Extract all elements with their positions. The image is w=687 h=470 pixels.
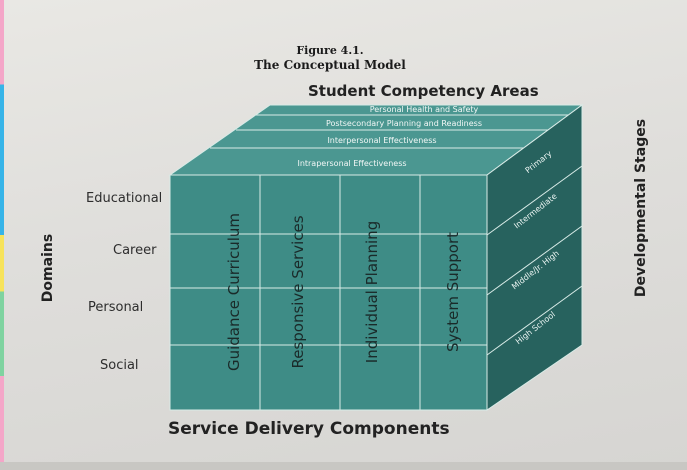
competency-label: Personal Health and Safety: [370, 105, 479, 114]
figure-number: Figure 4.1.: [296, 44, 364, 57]
right-axis-heading: Developmental Stages: [633, 118, 650, 298]
page-edge: [0, 0, 4, 470]
competency-label: Postsecondary Planning and Readiness: [326, 119, 482, 128]
cube-front-face: [169, 174, 488, 411]
domain-label: Educational: [86, 191, 163, 206]
top-axis-heading: Student Competency Areas: [308, 82, 539, 100]
domain-label: Social: [100, 358, 139, 373]
domain-label: Personal: [88, 300, 144, 315]
figure-title: The Conceptual Model: [254, 58, 406, 72]
page-bottom-shadow: [0, 462, 687, 470]
side-grid-line: [486, 165, 583, 236]
component-label: Individual Planning: [363, 221, 381, 363]
left-axis-heading: Domains: [40, 233, 57, 303]
competency-label: Intrapersonal Effectiveness: [297, 159, 406, 168]
side-grid-line: [486, 225, 583, 296]
domain-label: Career: [113, 243, 157, 258]
component-label: Responsive Services: [289, 215, 307, 368]
competency-label: Interpersonal Effectiveness: [327, 136, 436, 145]
side-grid-line: [486, 285, 583, 356]
component-label: Guidance Curriculum: [225, 213, 243, 371]
component-label: System Support: [444, 232, 462, 352]
bottom-axis-heading: Service Delivery Components: [168, 419, 450, 439]
